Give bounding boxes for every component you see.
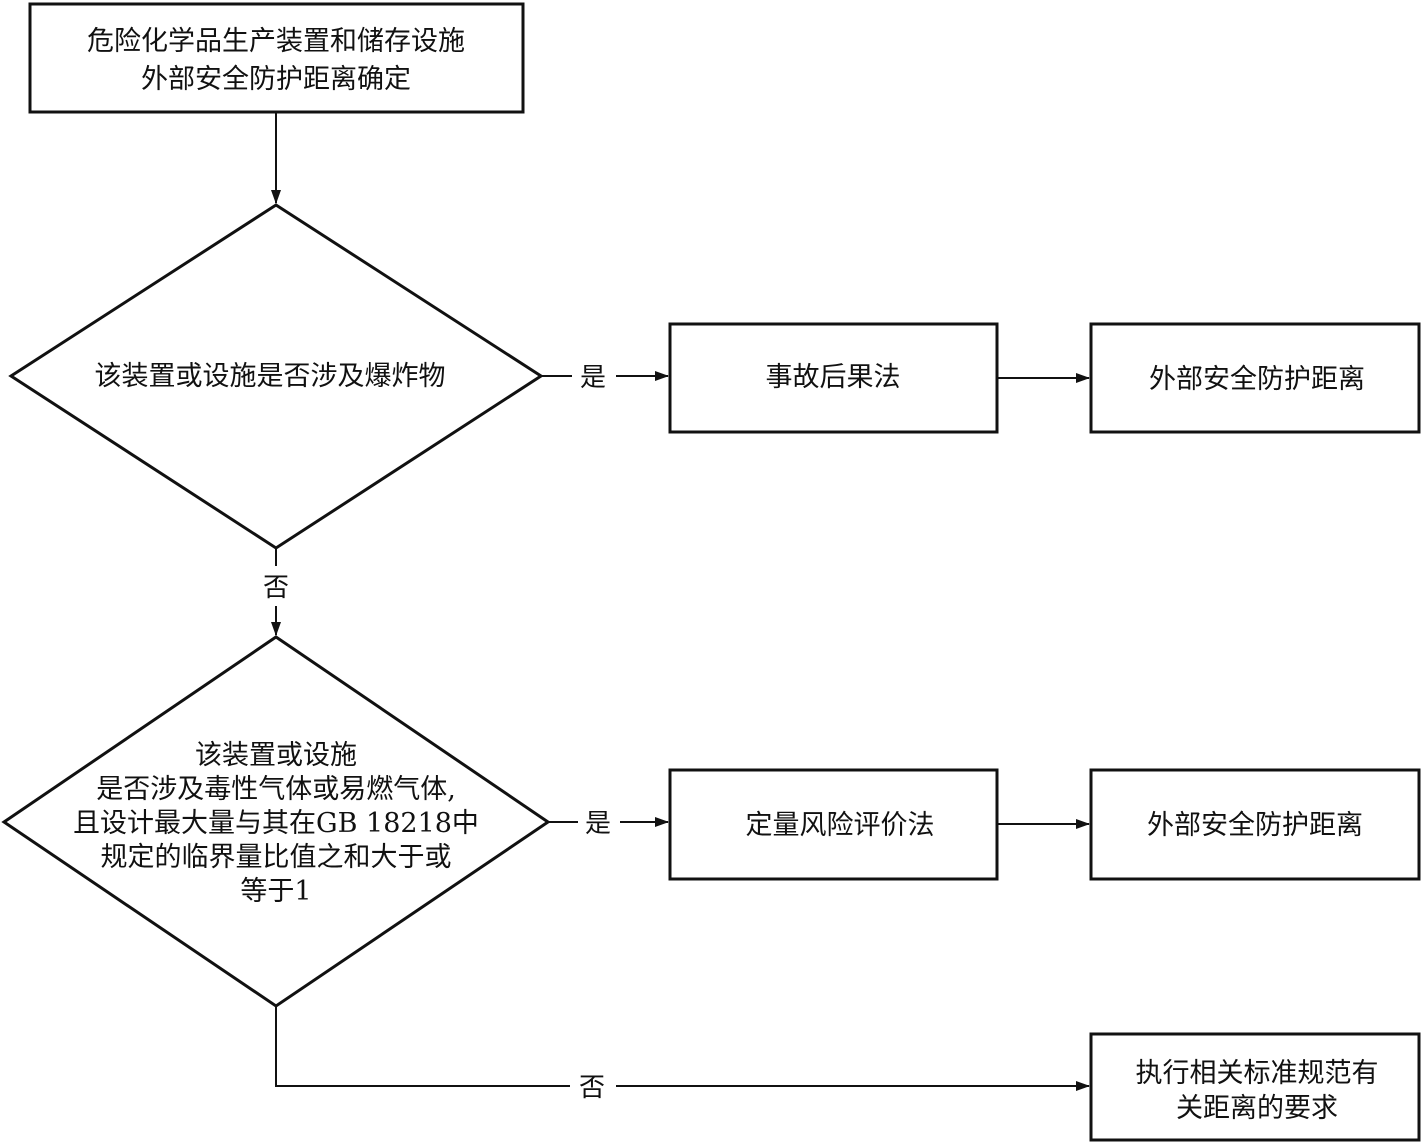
qra-method-node: 定量风险评价法 <box>668 768 999 881</box>
start-line-2: 外部安全防护距离确定 <box>141 64 411 95</box>
standard-requirements-node: 执行相关标准规范有 关距离的要求 <box>1089 1032 1421 1142</box>
decision1-yes-label: 是 <box>580 363 606 393</box>
decision2-line-1: 该装置或设施 <box>195 740 357 771</box>
decision2-line-4: 规定的临界量比值之和大于或 <box>101 842 452 873</box>
standard-line-2: 关距离的要求 <box>1176 1093 1338 1124</box>
result2-node: 外部安全防护距离 <box>1089 768 1421 881</box>
decision1-no-label: 否 <box>263 573 289 603</box>
result2-label: 外部安全防护距离 <box>1147 810 1363 841</box>
start-node: 危险化学品生产装置和储存设施 外部安全防护距离确定 <box>28 2 525 114</box>
decision2-line-2: 是否涉及毒性气体或易燃气体, <box>96 774 456 805</box>
standard-line-1: 执行相关标准规范有 <box>1136 1058 1379 1089</box>
consequence-method-node: 事故后果法 <box>668 322 999 434</box>
consequence-method-label: 事故后果法 <box>766 362 901 393</box>
decision2-node: 该装置或设施 是否涉及毒性气体或易燃气体, 且设计最大量与其在GB 18218中… <box>1 635 551 1008</box>
decision2-no-label: 否 <box>579 1073 605 1103</box>
qra-method-label: 定量风险评价法 <box>746 810 935 841</box>
decision1-node: 该装置或设施是否涉及爆炸物 <box>8 203 544 550</box>
result1-node: 外部安全防护距离 <box>1089 322 1421 434</box>
decision2-line-5: 等于1 <box>240 876 311 907</box>
start-line-1: 危险化学品生产装置和储存设施 <box>87 26 465 57</box>
result1-label: 外部安全防护距离 <box>1149 364 1365 395</box>
decision2-line-3: 且设计最大量与其在GB 18218中 <box>73 808 479 839</box>
decision1-question: 该装置或设施是否涉及爆炸物 <box>95 361 446 392</box>
decision2-no-line-a <box>275 1006 570 1087</box>
decision2-yes-label: 是 <box>585 809 611 839</box>
